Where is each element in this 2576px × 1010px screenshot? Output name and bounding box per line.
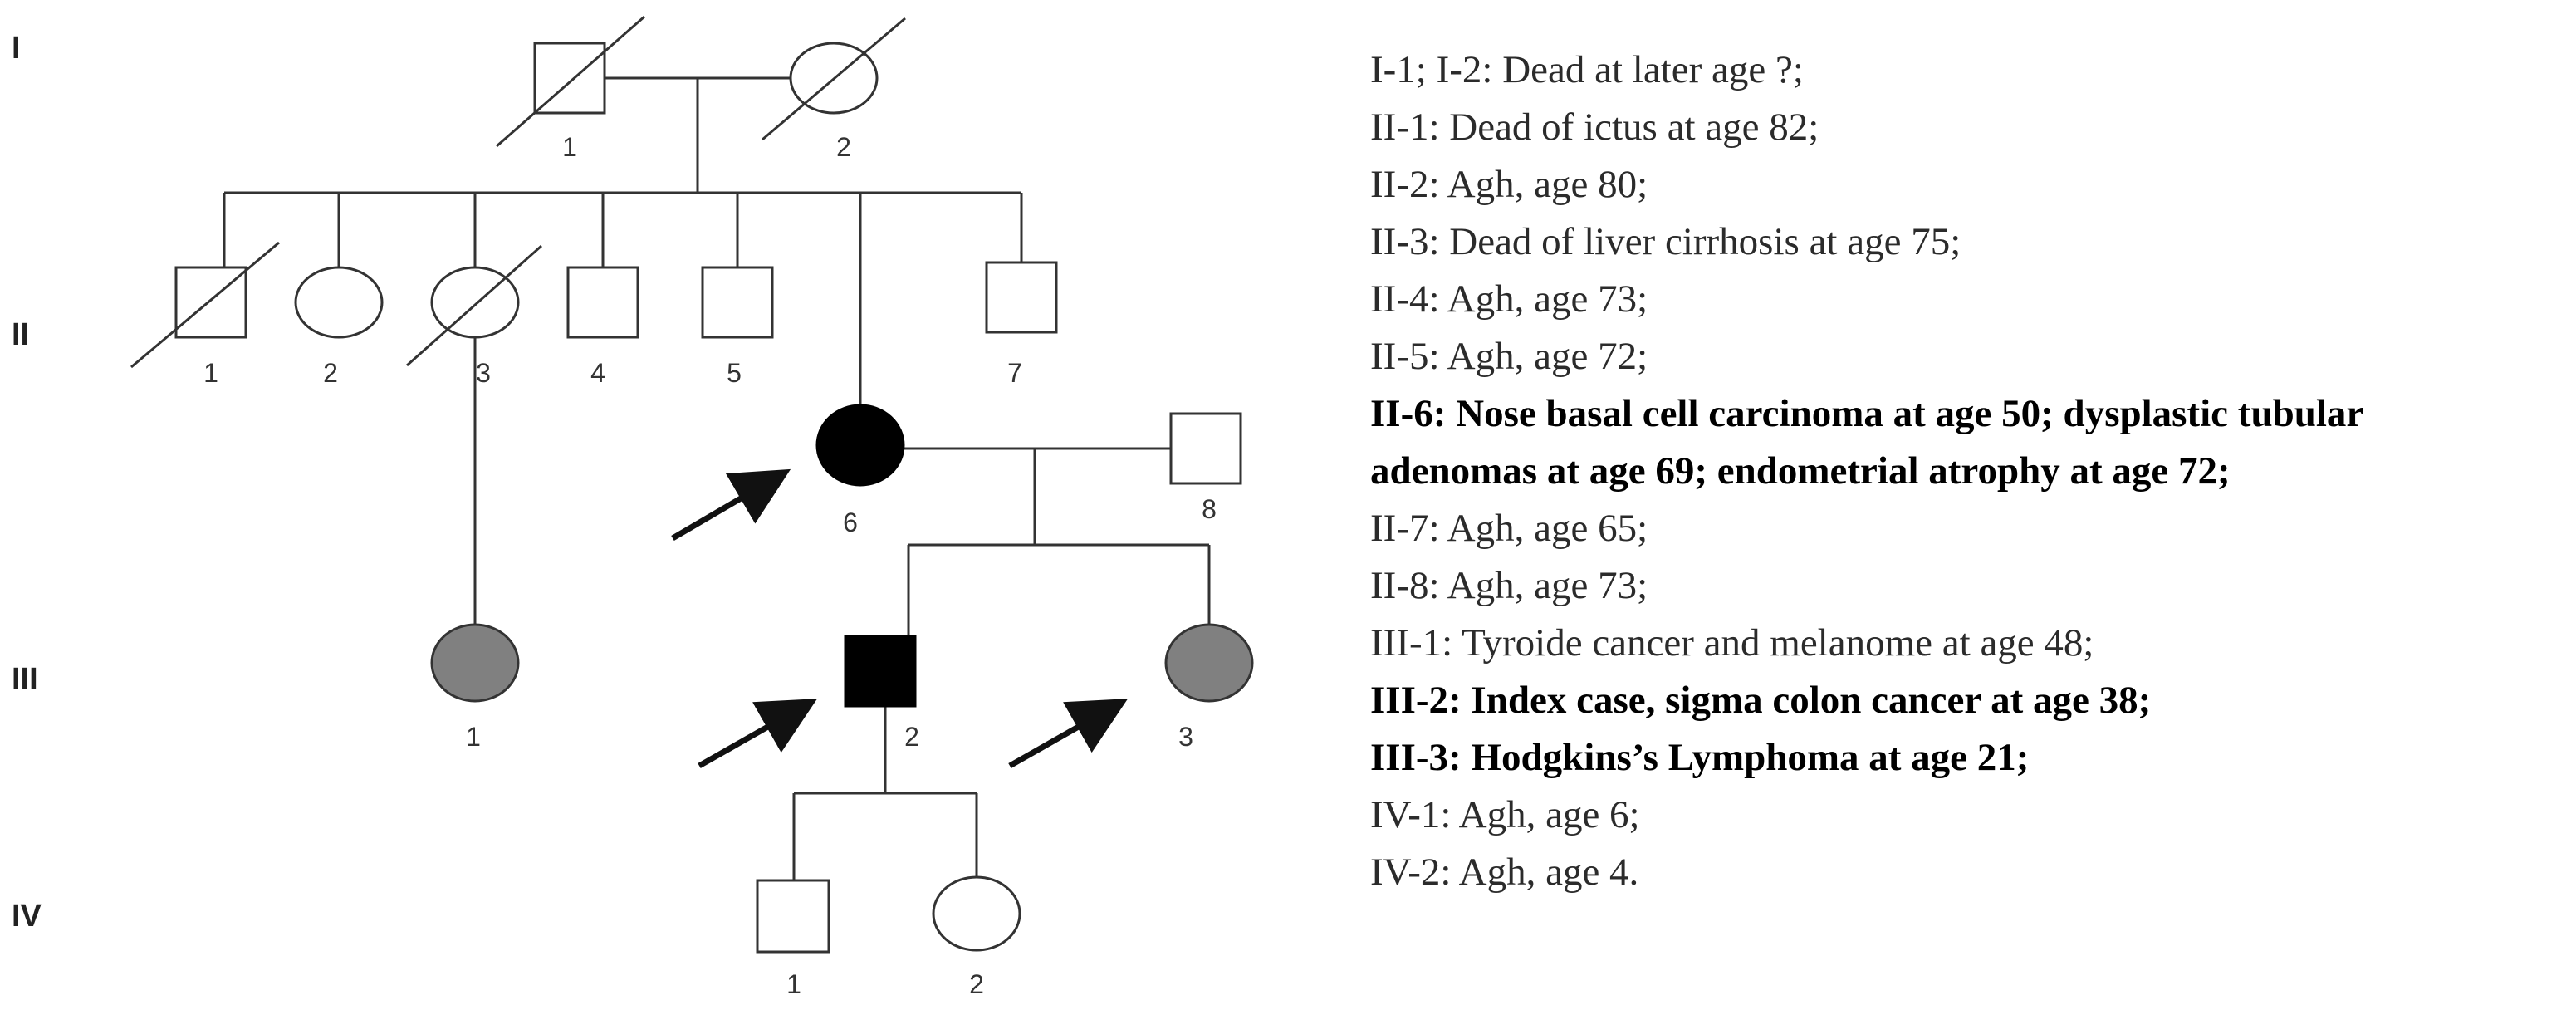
individual-number: 1 — [466, 722, 481, 752]
individual-number: 6 — [843, 507, 858, 537]
legend-line-II4: II-4: Agh, age 73; — [1370, 277, 1648, 321]
individual-III1-circle — [430, 623, 520, 703]
individual-number: 1 — [562, 132, 577, 162]
proband-arrow-II6 — [671, 468, 791, 542]
generation-label-I: I — [12, 31, 21, 66]
individual-number: 2 — [969, 969, 984, 999]
individual-number: 8 — [1202, 494, 1217, 524]
individual-number: 4 — [590, 358, 605, 388]
legend-line-II6-continued: adenomas at age 69; endometrial atrophy … — [1370, 449, 2231, 493]
generation-label-IV: IV — [12, 899, 42, 934]
individual-IV2-circle — [932, 875, 1021, 952]
individual-number: 3 — [476, 358, 491, 388]
legend-line-IV1: IV-1: Agh, age 6; — [1370, 793, 1640, 836]
individual-number: 3 — [1178, 722, 1193, 752]
individual-II4-square — [566, 266, 639, 339]
individual-III3-circle — [1164, 623, 1254, 703]
legend-line-II1: II-1: Dead of ictus at age 82; — [1370, 105, 1819, 149]
legend-line-II5: II-5: Agh, age 72; — [1370, 335, 1648, 378]
individual-number: 1 — [203, 358, 218, 388]
individual-II5-square — [701, 266, 774, 339]
individual-II6-circle — [815, 404, 905, 487]
legend-line-III2: III-2: Index case, sigma colon cancer at… — [1370, 679, 2152, 722]
individual-II8-square — [1169, 412, 1242, 485]
legend-line-IV2: IV-2: Agh, age 4. — [1370, 851, 1639, 894]
generation-label-III: III — [12, 662, 38, 697]
legend-line-II3: II-3: Dead of liver cirrhosis at age 75; — [1370, 220, 1961, 263]
generation-label-II: II — [12, 317, 29, 352]
pedigree-legend: I-1; I-2: Dead at later age ?; II-1: Dea… — [1370, 42, 2574, 901]
proband-arrow-III3 — [1008, 699, 1129, 769]
individual-number: 2 — [836, 132, 851, 162]
individual-IV1-square — [756, 879, 830, 954]
legend-line-II8: II-8: Agh, age 73; — [1370, 564, 1648, 607]
individual-number: 2 — [904, 722, 919, 752]
legend-line-III3: III-3: Hodgkins’s Lymphoma at age 21; — [1370, 736, 2030, 779]
deceased-slash-I2 — [762, 17, 906, 141]
legend-line-II6: II-6: Nose basal cell carcinoma at age 5… — [1370, 392, 2364, 435]
pedigree-chart: I II III IV 1 2 — [12, 15, 1254, 999]
individual-number: 5 — [727, 358, 742, 388]
individual-number: 1 — [786, 969, 801, 999]
individual-II2-circle — [294, 266, 384, 339]
deceased-slash-II3 — [406, 244, 542, 367]
individual-II7-square — [985, 261, 1058, 334]
proband-arrow-III2 — [698, 699, 818, 769]
legend-line-I1-I2: I-1; I-2: Dead at later age ?; — [1370, 48, 1804, 91]
pedigree-lines — [223, 76, 1211, 880]
legend-line-II2: II-2: Agh, age 80; — [1370, 163, 1648, 206]
deceased-slash-II1 — [130, 241, 280, 369]
legend-line-III1: III-1: Tyroide cancer and melanome at ag… — [1370, 621, 2094, 664]
individual-III2-square — [844, 635, 917, 708]
individual-number: 7 — [1007, 358, 1022, 388]
individual-number: 2 — [323, 358, 338, 388]
deceased-slash-I1 — [496, 15, 645, 148]
legend-line-II7: II-7: Agh, age 65; — [1370, 507, 1648, 550]
